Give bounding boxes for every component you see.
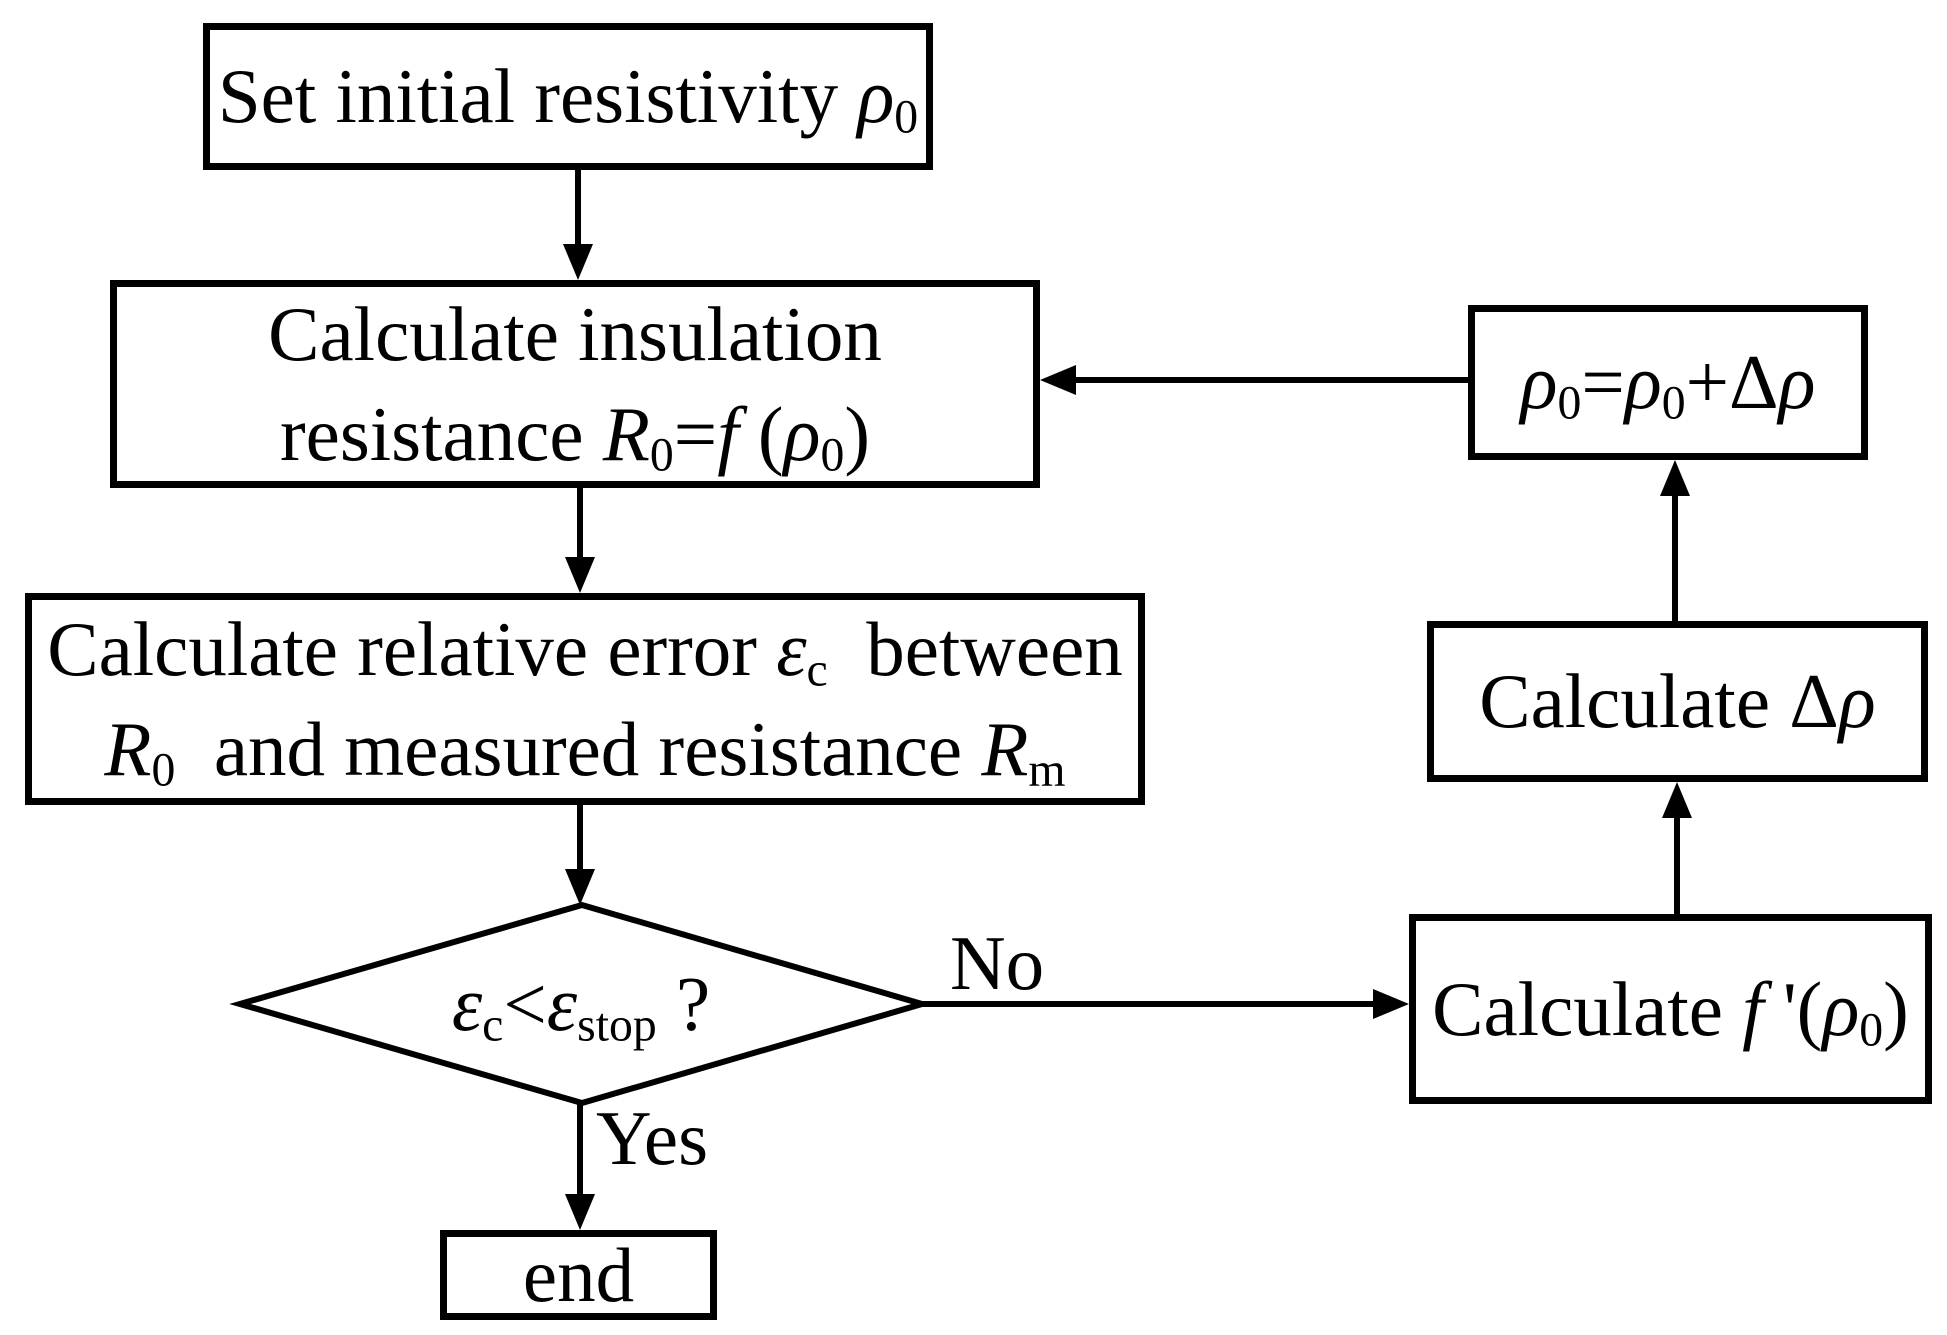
- node-calculate-delta-rho: Calculate Δρ: [1427, 621, 1928, 782]
- arrow-fprime-to-delta: [1662, 782, 1692, 914]
- arrow-decision-to-fprime: [922, 989, 1409, 1019]
- arrow-error-to-decision: [565, 805, 595, 905]
- node-calculate-relative-error: Calculate relative error εc between R0 a…: [25, 593, 1145, 805]
- node-text-line: Calculate Δρ: [1479, 658, 1876, 745]
- node-text-line: end: [522, 1231, 635, 1318]
- arrow-head: [565, 1194, 595, 1230]
- arrow-update-to-insulation: [1040, 365, 1468, 395]
- arrow-decision-to-end: [565, 1103, 595, 1230]
- node-update-rho: ρ0=ρ0+Δρ: [1468, 305, 1868, 460]
- arrow-head: [563, 244, 593, 280]
- node-calculate-fprime: Calculate f '(ρ0): [1409, 914, 1932, 1104]
- edge-label-yes: Yes: [596, 1095, 709, 1181]
- arrow-head: [565, 557, 595, 593]
- node-decision-condition: εc<εstop ?: [240, 950, 922, 1058]
- arrow-head: [1040, 365, 1076, 395]
- arrow-head: [1660, 460, 1690, 496]
- node-text-line: Calculate relative error εc between: [47, 605, 1123, 697]
- node-calculate-insulation-resistance: Calculate insulation resistance R0=f (ρ0…: [110, 280, 1040, 488]
- edge-label-no: No: [950, 920, 1045, 1006]
- node-text-line: εc<εstop ?: [451, 960, 711, 1052]
- arrow-head: [1662, 782, 1692, 818]
- arrow-head: [565, 869, 595, 905]
- node-text-line: resistance R0=f (ρ0): [280, 391, 870, 482]
- arrow-delta-to-update: [1660, 460, 1690, 621]
- node-set-initial-resistivity: Set initial resistivity ρ0: [203, 23, 933, 170]
- arrow-head: [1373, 989, 1409, 1019]
- node-text-line: ρ0=ρ0+Δρ: [1520, 339, 1816, 430]
- node-text-line: R0 and measured resistance Rm: [104, 706, 1066, 797]
- arrow-set-to-insulation: [563, 170, 593, 280]
- arrow-insulation-to-error: [565, 488, 595, 593]
- node-text-line: Calculate insulation: [268, 290, 882, 377]
- node-text-line: Set initial resistivity ρ0: [217, 53, 919, 144]
- node-end: end: [440, 1230, 717, 1320]
- node-text-line: Calculate f '(ρ0): [1432, 965, 1909, 1057]
